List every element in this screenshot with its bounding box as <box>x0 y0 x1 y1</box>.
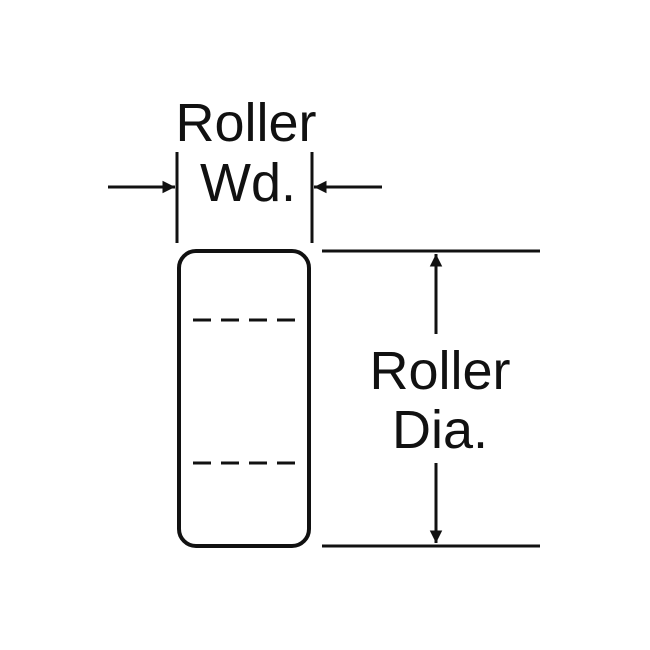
width-label-line2: Wd. <box>200 153 296 213</box>
width-label-line1: Roller <box>175 93 316 153</box>
diameter-label-line2: Dia. <box>392 400 488 460</box>
roller-body <box>177 249 311 548</box>
diameter-label-line1: Roller <box>369 341 510 401</box>
